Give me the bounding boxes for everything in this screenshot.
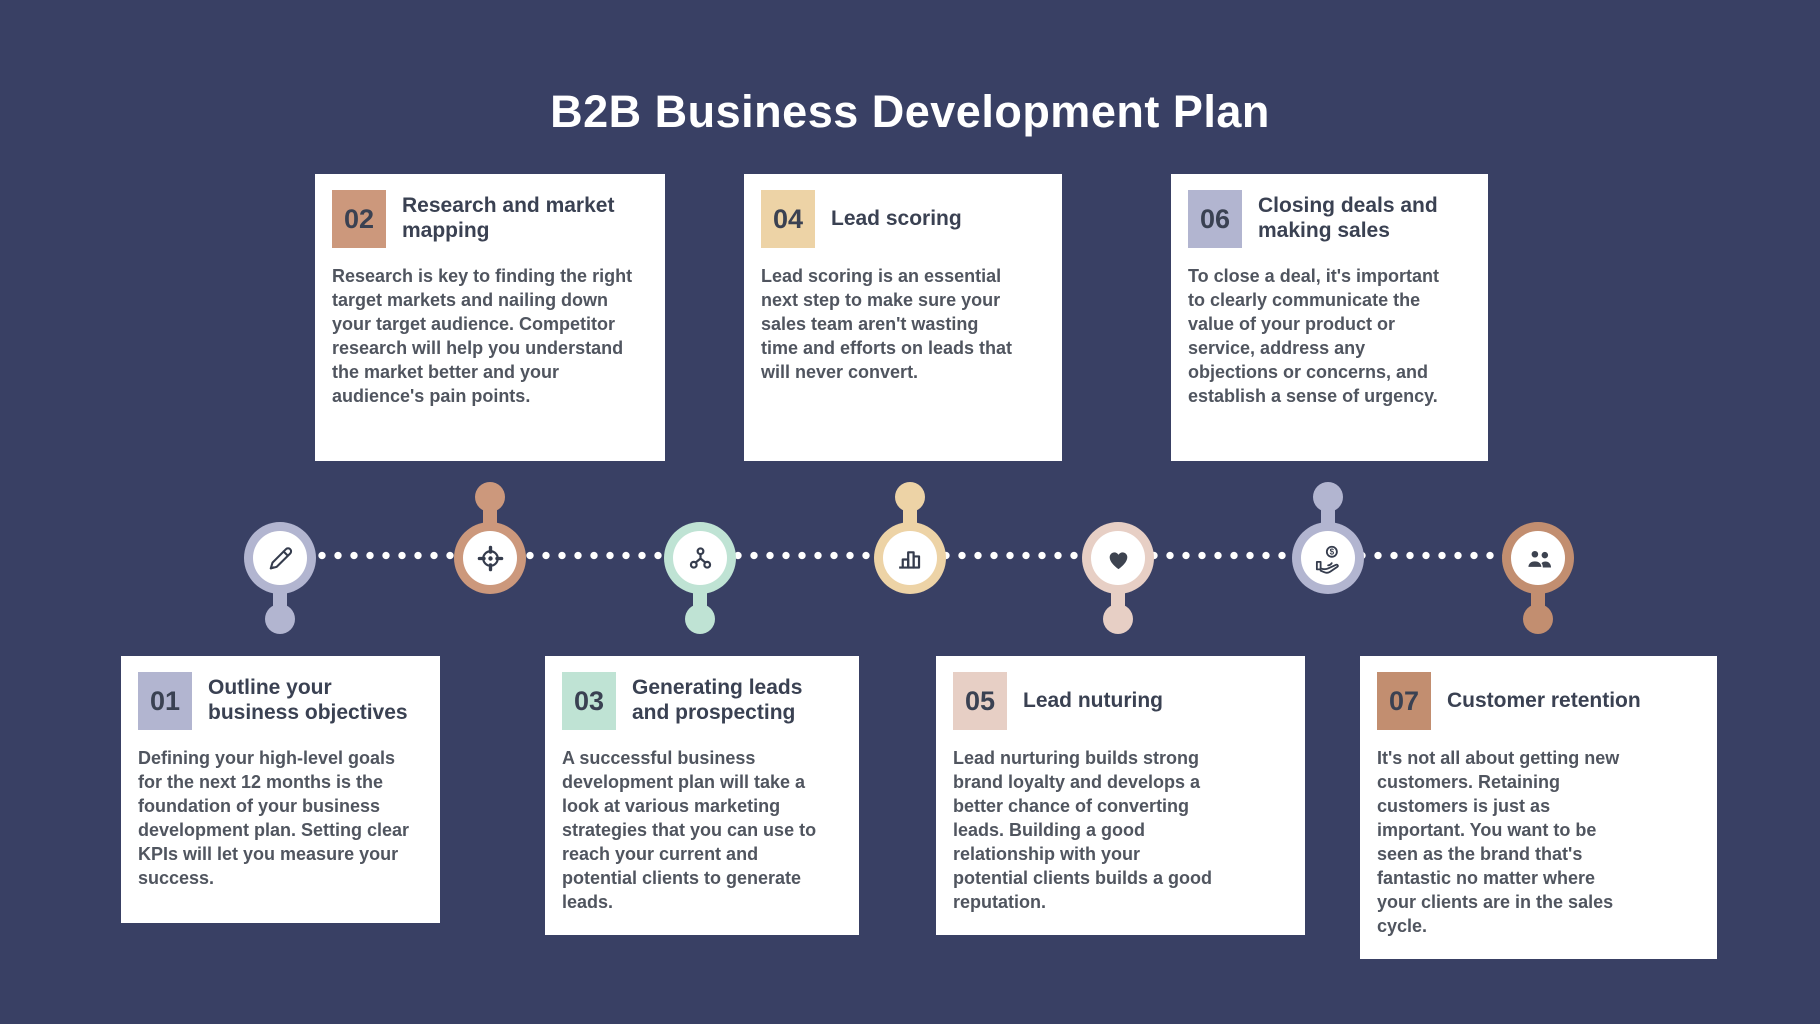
- icon-ring: [874, 522, 946, 594]
- step-card-03: 03 Generating leads and prospecting A su…: [545, 656, 859, 935]
- step-number-badge: 03: [562, 672, 616, 730]
- step-description: It's not all about getting new customers…: [1377, 748, 1620, 936]
- step-number-badge: 04: [761, 190, 815, 248]
- timeline-node-05: [1082, 522, 1154, 634]
- page-title: B2B Business Development Plan: [550, 86, 1270, 137]
- pin-ball: [1103, 604, 1133, 634]
- icon-ring: [1082, 522, 1154, 594]
- step-number-badge: 06: [1188, 190, 1242, 248]
- pencil-icon: [269, 546, 292, 569]
- pin-ball: [1523, 604, 1553, 634]
- icon-ring: [244, 522, 316, 594]
- step-description: Lead scoring is an essential next step t…: [761, 266, 1013, 382]
- pin-ball: [895, 482, 925, 512]
- bar-chart-icon: [898, 550, 920, 569]
- pin-ball: [1313, 482, 1343, 512]
- step-description: To close a deal, it's important to clear…: [1188, 266, 1439, 406]
- network-icon: [689, 546, 711, 569]
- timeline-node-04: [874, 482, 946, 594]
- people-icon: [1526, 549, 1551, 568]
- target-icon: [477, 545, 503, 571]
- step-number-badge: 02: [332, 190, 386, 248]
- step-card-04: 04 Lead scoring Lead scoring is an essen…: [744, 174, 1062, 461]
- step-title: Lead scoring: [831, 206, 962, 230]
- step-title: Generating leads and prospecting: [632, 676, 803, 724]
- hand-dollar-icon: $: [1315, 545, 1339, 574]
- step-description: Lead nurturing builds strong brand loyal…: [953, 748, 1213, 912]
- step-card-05: 05 Lead nuturing Lead nurturing builds s…: [936, 656, 1305, 935]
- icon-ring: [454, 522, 526, 594]
- step-number-badge: 05: [953, 672, 1007, 730]
- svg-text:$: $: [1329, 547, 1334, 556]
- timeline-node-07: [1502, 522, 1574, 634]
- step-card-06: 06 Closing deals and making sales To clo…: [1171, 174, 1488, 461]
- timeline-node-02: [454, 482, 526, 594]
- step-card-01: 01 Outline your business objectives Defi…: [121, 656, 440, 923]
- step-description: Defining your high-level goals for the n…: [138, 748, 410, 888]
- step-title: Outline your business objectives: [208, 676, 408, 724]
- step-card-02: 02 Research and market mapping Research …: [315, 174, 665, 461]
- step-number-badge: 07: [1377, 672, 1431, 730]
- step-description: A successful business development plan w…: [562, 748, 817, 912]
- step-title: Closing deals and making sales: [1258, 194, 1438, 242]
- pin-ball: [685, 604, 715, 634]
- icon-ring: $: [1292, 522, 1364, 594]
- pin-ball: [475, 482, 505, 512]
- timeline-node-06: $: [1292, 482, 1364, 594]
- step-description: Research is key to finding the right tar…: [332, 266, 633, 406]
- step-card-07: 07 Customer retention It's not all about…: [1360, 656, 1717, 959]
- icon-ring: [664, 522, 736, 594]
- icon-ring: [1502, 522, 1574, 594]
- step-title: Lead nuturing: [1023, 688, 1163, 712]
- pin-ball: [265, 604, 295, 634]
- step-title: Customer retention: [1447, 688, 1641, 712]
- step-title: Research and market mapping: [402, 194, 615, 242]
- timeline-node-01: [244, 522, 316, 634]
- step-number-badge: 01: [138, 672, 192, 730]
- heart-icon: [1109, 551, 1127, 569]
- timeline-node-03: [664, 522, 736, 634]
